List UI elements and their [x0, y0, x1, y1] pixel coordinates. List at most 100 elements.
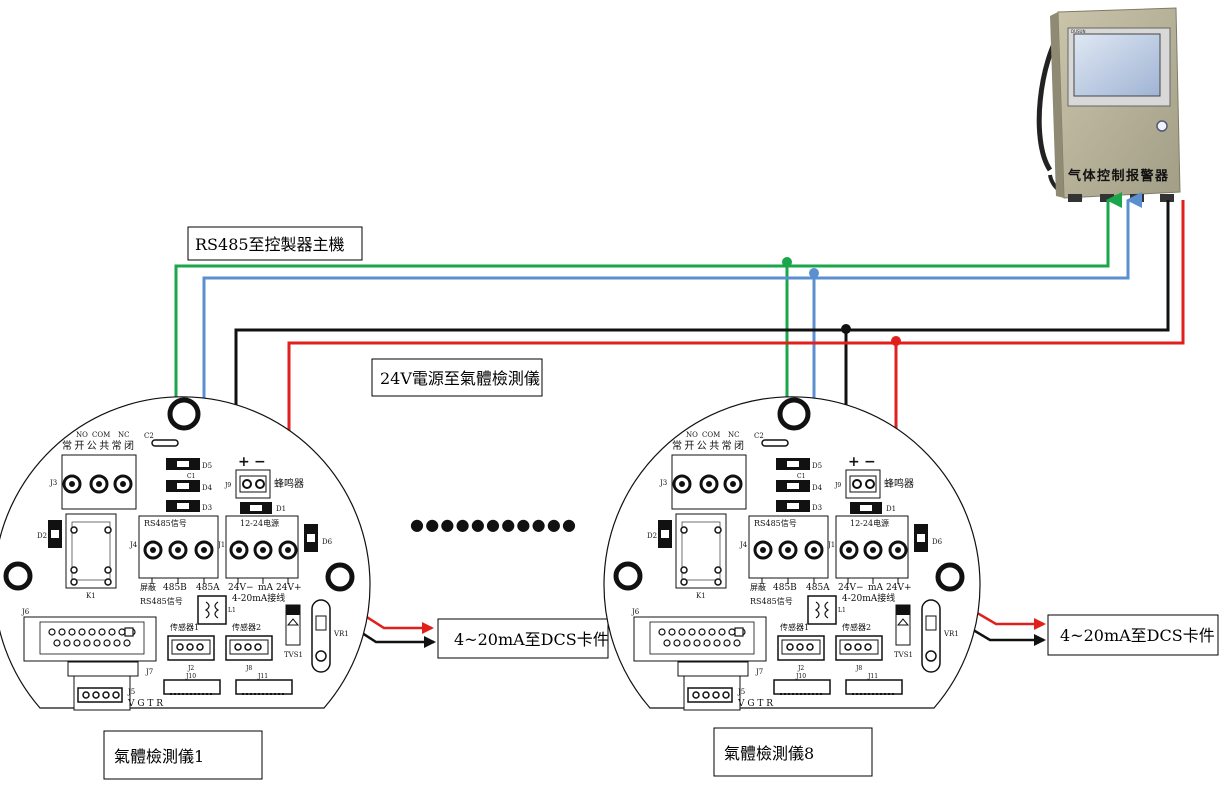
mounting-hole-icon — [325, 562, 355, 592]
board-label: 24V+ — [886, 583, 912, 593]
svg-text:24V電源至氣體檢測儀: 24V電源至氣體檢測儀 — [380, 369, 540, 388]
label-power: 24V電源至氣體檢測儀 — [371, 358, 543, 397]
terminal-screw-center — [120, 481, 126, 487]
label-dcs-1: 4~20mA至DCS卡件 — [437, 618, 609, 659]
junction-red — [891, 336, 901, 346]
capacitor-c2 — [151, 439, 179, 447]
board-label: J8 — [855, 665, 862, 672]
junction-black — [841, 324, 851, 334]
board-label: 485A — [806, 583, 830, 593]
connector-j10 — [773, 679, 831, 695]
board-label: J6 — [631, 608, 640, 616]
board-label: J11 — [867, 673, 878, 680]
junction-green — [782, 257, 792, 267]
mounting-hole-icon — [777, 397, 811, 431]
board-label: J1 — [217, 541, 225, 549]
board-label: C1 — [187, 473, 195, 480]
board-label: 24V− — [228, 583, 254, 593]
board-label: C1 — [797, 473, 805, 480]
board-label: COM — [92, 431, 110, 439]
board-label: J9 — [224, 482, 231, 489]
board-label: 蜂鸣器 — [884, 477, 914, 490]
board-label: L1 — [228, 607, 236, 614]
inductor-l1 — [807, 595, 837, 625]
board-label: RS485信号 — [750, 596, 793, 606]
board-label: 传感器2 — [842, 622, 871, 632]
board-label: J3 — [659, 479, 667, 487]
board-label: C2 — [144, 432, 154, 440]
board-label: 485B — [773, 583, 797, 593]
board-label: J11 — [257, 673, 268, 680]
board-label: D2 — [647, 532, 657, 540]
board-label: 4-20mA接线 — [842, 592, 895, 604]
board-label: 传感器2 — [232, 622, 261, 632]
label-detector-1: 氣體檢測儀1 — [103, 730, 263, 780]
svg-text:RS485至控製器主機: RS485至控製器主機 — [195, 235, 345, 254]
board-label: NO — [686, 431, 698, 439]
junction-blue — [809, 268, 819, 278]
controller-indicator-icon — [1156, 120, 1168, 132]
board-label: + — [238, 454, 250, 470]
board-label: D6 — [932, 538, 943, 546]
board-label: J10 — [795, 673, 806, 680]
board-label: J8 — [245, 665, 252, 672]
connector-j7 — [677, 661, 749, 677]
connector-j10 — [163, 679, 221, 695]
inductor-l1 — [197, 595, 227, 625]
board-label: D3 — [812, 504, 822, 512]
label-rs485: RS485至控製器主機 — [187, 226, 363, 261]
board-label: RS485信号 — [140, 596, 183, 606]
board-label: 24V+ — [276, 583, 302, 593]
board-label: V G T R — [127, 699, 163, 709]
board-label: NC — [118, 431, 129, 439]
board-label: COM — [702, 431, 720, 439]
board-label: TVS1 — [894, 651, 913, 659]
board-label: J5 — [737, 688, 745, 696]
svg-text:4~20mA至DCS卡件: 4~20mA至DCS卡件 — [454, 630, 609, 649]
board-label: J2 — [187, 665, 194, 672]
board-label: mA — [258, 583, 274, 593]
mounting-hole-icon — [935, 562, 965, 592]
board-label: mA — [868, 583, 884, 593]
svg-text:4~20mA至DCS卡件: 4~20mA至DCS卡件 — [1060, 626, 1215, 645]
board-label: K1 — [86, 592, 96, 600]
board-label: RS485信号 — [754, 518, 797, 528]
board-label: 24V− — [838, 583, 864, 593]
board-label: VR1 — [943, 630, 959, 638]
board-label: 屏蔽 — [140, 582, 156, 592]
board-label: D1 — [276, 505, 286, 513]
board-label: J9 — [834, 482, 841, 489]
board-label: L1 — [838, 607, 846, 614]
label-dcs-8: 4~20mA至DCS卡件 — [1047, 614, 1219, 656]
connector-j7 — [67, 661, 139, 677]
board-label: K1 — [696, 592, 706, 600]
capacitor-c2 — [761, 439, 789, 447]
board-label: 屏蔽 — [750, 582, 766, 592]
board-label: C2 — [754, 432, 764, 440]
controller-name: 气体控制报警器 — [1068, 168, 1169, 184]
terminal-screw-center — [96, 481, 102, 487]
controller-screen — [1073, 33, 1161, 97]
relay-k1 — [65, 513, 117, 589]
terminal-screw-center — [706, 481, 712, 487]
board-label: D6 — [322, 538, 333, 546]
controller-brand: DUSUN — [1071, 29, 1085, 34]
connector-j11 — [235, 679, 293, 695]
board-label: J4 — [129, 541, 138, 549]
connector-j6 — [633, 616, 767, 662]
controller-cabinet: DUSUN 气体控制报警器 — [1036, 7, 1181, 202]
board-label: D5 — [202, 462, 212, 470]
svg-text:氣體檢測儀1: 氣體檢測儀1 — [114, 747, 204, 766]
board-label: D4 — [202, 484, 213, 492]
board-label: J7 — [755, 668, 763, 676]
terminal-screw-center — [730, 481, 736, 487]
mounting-hole-icon — [167, 397, 201, 431]
ellipsis-dots: ●●●●●●●●●●● — [410, 515, 576, 534]
board-label: NO — [76, 431, 88, 439]
board-label: J10 — [185, 673, 196, 680]
board-label: J5 — [127, 688, 135, 696]
connector-j11 — [845, 679, 903, 695]
